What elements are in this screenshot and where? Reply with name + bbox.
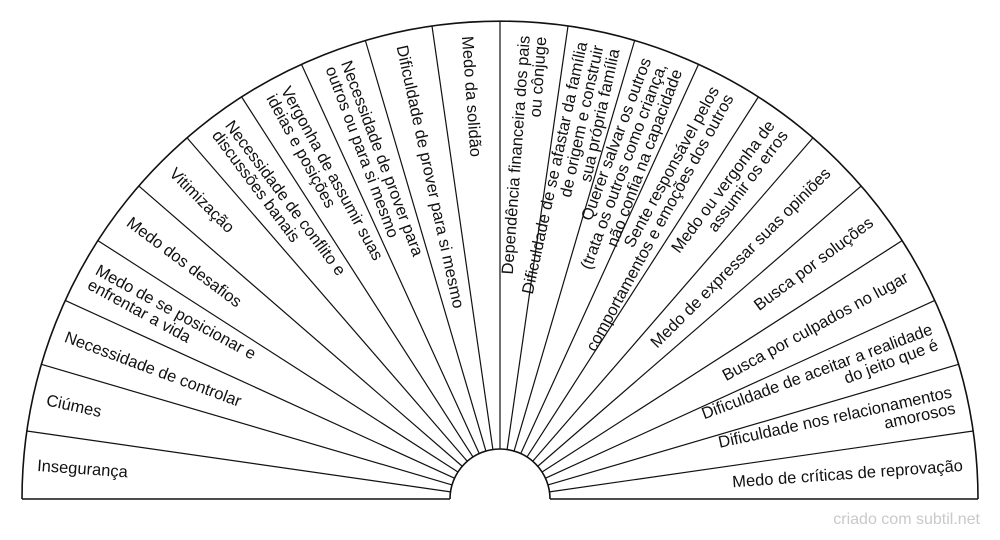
sector-label: Insegurança xyxy=(37,457,130,481)
sector-divider xyxy=(41,363,453,486)
sector-divider xyxy=(97,240,459,473)
sector-label: Vitimização xyxy=(166,165,238,237)
sector-label: Ciúmes xyxy=(45,392,103,421)
sector-label-line: Insegurança xyxy=(37,457,130,481)
sector-divider xyxy=(64,299,455,479)
sector-divider xyxy=(506,25,569,450)
sector-label-line: Medo da solidão xyxy=(458,36,485,158)
sector-divider xyxy=(186,137,468,462)
sector-label: Medo da solidão xyxy=(458,36,485,158)
sector-divider xyxy=(364,40,487,452)
sector-label-line: Dificuldade de prover para si mesmo xyxy=(393,44,468,310)
credit-text: criado com subtil.net xyxy=(833,511,980,528)
inner-arc xyxy=(449,448,551,500)
sector-divider xyxy=(513,40,636,452)
sector-divider xyxy=(541,240,903,473)
sector-dividers xyxy=(26,21,974,493)
sector-divider xyxy=(26,430,451,493)
sector-label: Medo de críticas de reprovação xyxy=(732,457,964,491)
sector-divider xyxy=(431,25,494,450)
sector-divider xyxy=(241,96,474,458)
sector-divider xyxy=(300,63,480,454)
sector-divider xyxy=(520,63,700,454)
sector-label-line: Vitimização xyxy=(166,165,238,237)
sector-label-line: ou cônjuge xyxy=(527,36,551,118)
sector-divider xyxy=(537,185,862,467)
sector-divider xyxy=(549,430,974,493)
sector-label: Dificuldade de prover para si mesmo xyxy=(393,44,468,310)
sector-divider xyxy=(545,299,936,479)
outer-arc xyxy=(21,20,979,500)
sector-divider xyxy=(526,96,759,458)
sector-divider xyxy=(532,137,814,462)
sector-divider xyxy=(547,363,959,486)
sector-label-line: Dependência financeira dos pais xyxy=(499,35,534,275)
sector-label-line: Medo de críticas de reprovação xyxy=(732,457,964,491)
sector-label-line: Ciúmes xyxy=(45,392,103,421)
sector-divider xyxy=(138,185,463,467)
